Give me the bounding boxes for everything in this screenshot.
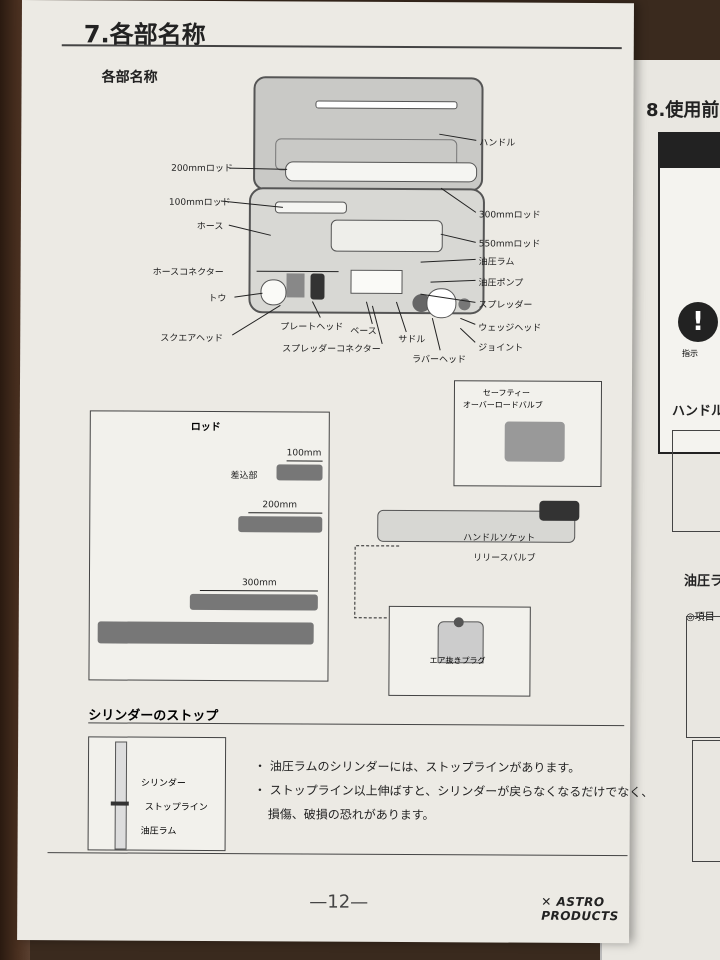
next-box-2: [686, 616, 720, 738]
handle-socket-part: [539, 500, 580, 521]
insert-label: 差込部: [230, 471, 258, 482]
label-hose: ホース: [196, 221, 224, 233]
label-joint: ジョイント: [478, 343, 524, 354]
label-pump: 油圧ポンプ: [478, 278, 524, 289]
rod-550: [97, 621, 314, 645]
stop-ram-label: 油圧ラム: [140, 826, 177, 837]
rod-box-title: ロッド: [190, 421, 221, 434]
stop-cylinder-label: シリンダー: [140, 778, 186, 789]
leader-lines: [220, 133, 477, 351]
rod-size-200: 200mm: [262, 500, 298, 511]
brand-logo: ✕ ASTRO PRODUCTS: [541, 894, 619, 924]
label-wedge-head: ウェッジヘッド: [478, 323, 542, 334]
label-base: ベース: [350, 326, 377, 337]
next-page-title: 8.使用前: [646, 100, 720, 121]
next-box-3: [692, 740, 720, 862]
stop-line-label: ストップライン: [144, 802, 208, 813]
rod-size-100: 100mm: [286, 448, 322, 459]
next-items-label: ◎項目: [686, 612, 715, 623]
label-rod-200: 200mmロッド: [171, 163, 233, 175]
warning-icon: !: [678, 302, 718, 342]
page-number: —12—: [309, 891, 369, 913]
label-plate-head: プレートヘッド: [280, 322, 344, 333]
label-rod-100: 100mmロッド: [168, 197, 231, 209]
dashed-connector: [354, 545, 400, 619]
rod-box: ロッド 100mm 差込部 200mm 300mm 550mm: [88, 410, 330, 682]
label-saddle: サドル: [398, 334, 426, 346]
stop-heading: シリンダーのストップ: [88, 708, 219, 725]
label-rod-550: 550mmロッド: [478, 239, 541, 250]
label-hose-connector: ホースコネクター: [152, 267, 224, 279]
next-handle-label: ハンドル: [672, 404, 720, 419]
next-hydraulic-label: 油圧ラ: [684, 574, 720, 589]
instruction-label: 指示: [682, 349, 698, 358]
label-handle: ハンドル: [479, 138, 516, 149]
label-ram: 油圧ラム: [478, 257, 515, 268]
safety-line1: セーフティー: [482, 388, 531, 398]
bullet-1: ・ 油圧ラムのシリンダーには、ストップラインがあります。: [253, 759, 581, 775]
label-toe: トウ: [208, 293, 227, 305]
label-rod-300: 300mmロッド: [478, 210, 541, 221]
rod-size-300: 300mm: [241, 578, 277, 589]
rod-300: [189, 593, 318, 611]
bullet-2: ・ ストップライン以上伸ばすと、シリンダーが戻らなくなるだけでなく、: [253, 783, 654, 800]
label-handle-socket: ハンドルソケット: [463, 533, 536, 544]
next-page-box: ! 指示: [658, 132, 720, 454]
label-square-head: スクエアヘッド: [160, 333, 224, 345]
label-release-valve: リリースバルブ: [473, 553, 536, 564]
label-air-plug: エア抜きプラグ: [429, 656, 486, 666]
stop-box: シリンダー ストップライン 油圧ラム: [87, 736, 227, 852]
footer-rule: [47, 852, 628, 857]
next-handle-box: [672, 430, 720, 532]
stop-rule: [88, 722, 625, 727]
rod-200: [238, 516, 323, 533]
manual-page: 7.各部名称 各部名称 ハンドル: [17, 0, 653, 944]
label-spreader-connector: スプレッダーコネクター: [282, 344, 381, 355]
bullet-3: 損傷、破損の恐れがあります。: [267, 807, 435, 823]
safety-line2: オーバーロードバルブ: [462, 400, 543, 410]
safety-valve-box: セーフティー オーバーロードバルブ: [453, 380, 603, 488]
label-rubber-head: ラバーヘッド: [412, 355, 467, 366]
rod-100: [276, 464, 323, 481]
label-spreader: スプレッダー: [478, 300, 533, 311]
